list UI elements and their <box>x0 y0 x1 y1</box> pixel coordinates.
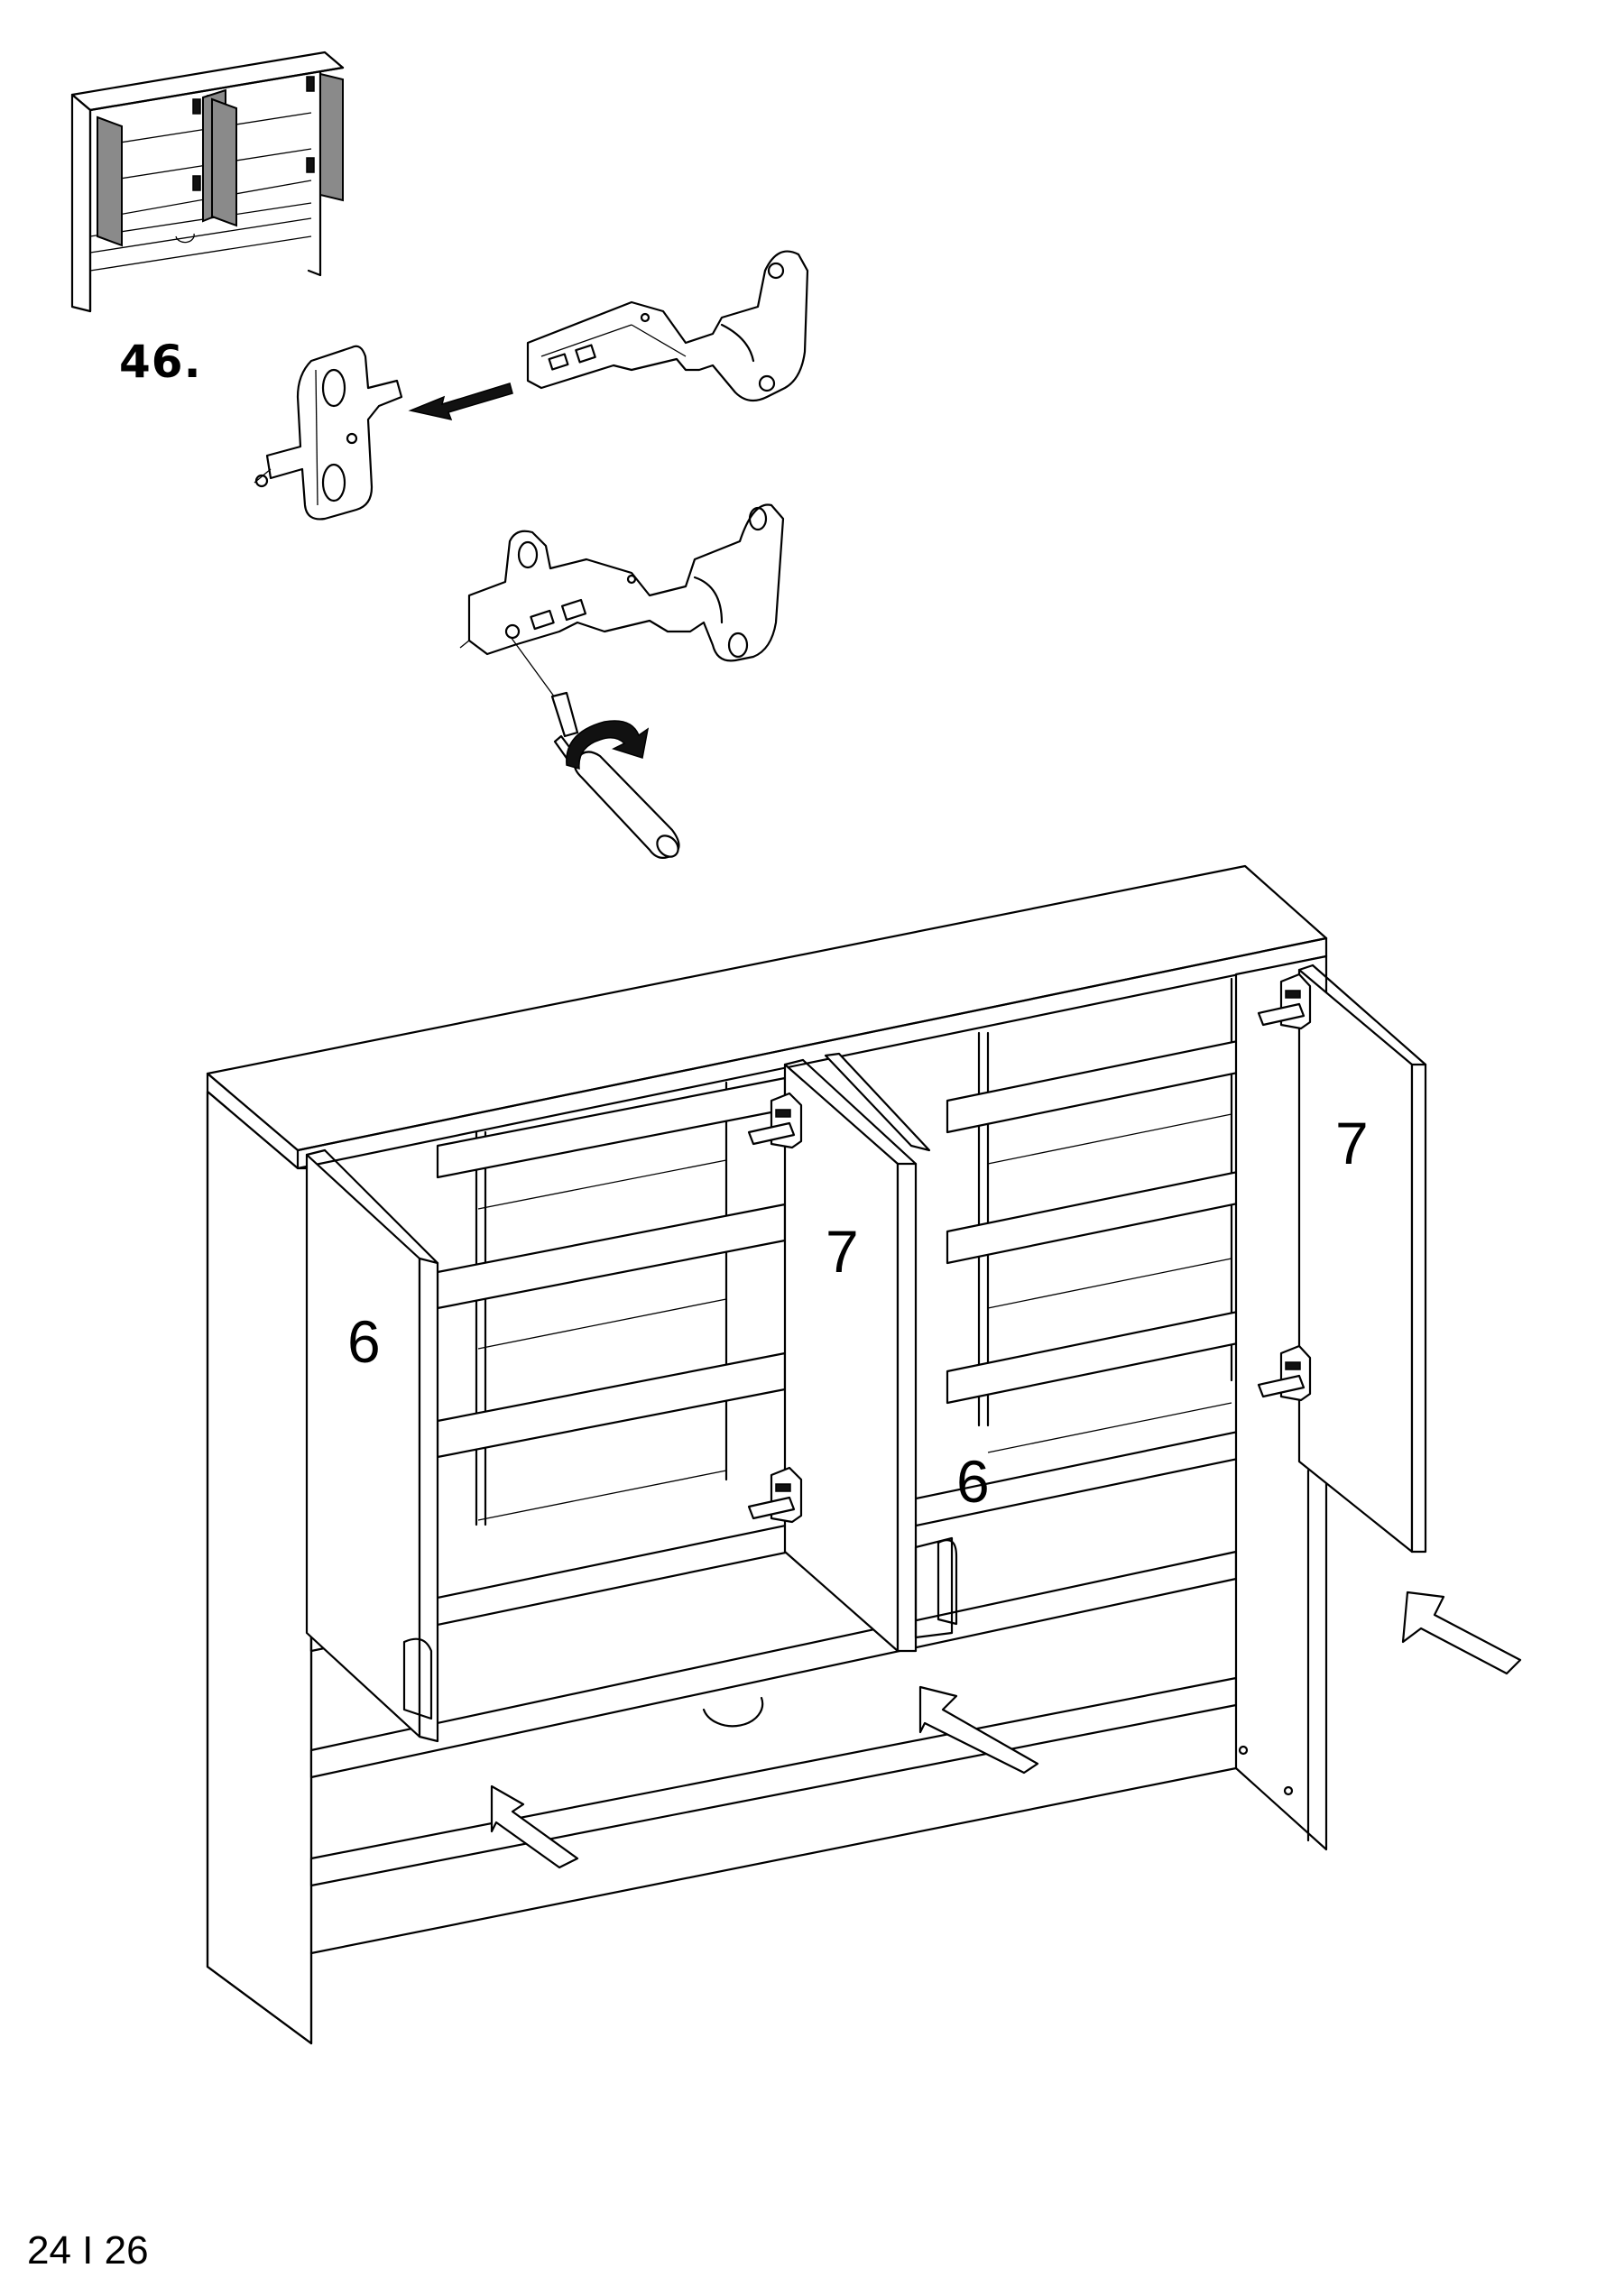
door-7-left <box>783 1058 954 1653</box>
push-arrow-icon <box>1401 1591 1522 1675</box>
push-arrow-icon <box>918 1685 1039 1775</box>
part-label-6-right: 6 <box>956 1448 990 1515</box>
page-number: 24 I 26 <box>27 2228 149 2273</box>
part-label-7-right: 7 <box>1335 1110 1369 1176</box>
part-label-6-left: 6 <box>347 1308 381 1375</box>
part-label-7-left: 7 <box>826 1218 859 1285</box>
door-6-left <box>305 1148 439 1743</box>
door-6-right <box>824 1052 958 1626</box>
hinge-icon <box>747 1092 803 1149</box>
hinge-icon <box>1257 973 1312 1030</box>
insert-arrow-icon <box>408 383 513 421</box>
door-7-right <box>1297 964 1427 1554</box>
hinge-icon <box>1257 1344 1312 1402</box>
hinge-icon <box>526 250 809 402</box>
step-number: 46. <box>119 336 202 388</box>
screwdriver-icon <box>510 636 680 860</box>
push-arrow-icon <box>490 1784 579 1869</box>
mounting-plate-icon <box>254 345 403 521</box>
cabinet-thumbnail-icon <box>70 51 345 313</box>
rotate-arrow-icon <box>566 720 650 770</box>
hinge-icon <box>459 503 785 662</box>
hinge-icon <box>747 1466 803 1524</box>
